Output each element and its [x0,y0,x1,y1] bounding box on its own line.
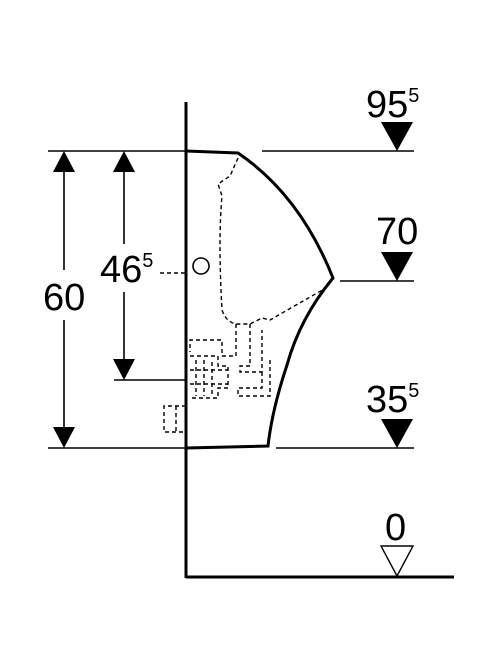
siphon-hidden [189,324,271,397]
urinal-inner-bowl [217,157,333,325]
dim-46-label-mask [98,244,160,292]
outlet-connector [190,355,229,399]
level-marker-70 [381,252,413,281]
arrow-60-bottom [53,427,75,448]
urinal-outline [185,149,335,450]
arrow-60-top [53,151,75,172]
label-60: 60 [43,277,85,319]
drain-pipe [163,405,186,433]
arrow-46-top [113,151,135,172]
arrow-46-bottom [113,359,135,380]
water-inlet-circle [192,257,210,275]
label-70: 70 [376,211,418,253]
label-46: 465 [100,249,153,291]
label-35: 355 [366,379,419,421]
label-95: 955 [366,84,419,126]
dim-60-label-mask [40,270,88,320]
level-marker-35 [381,419,413,448]
level-marker-95 [381,122,413,151]
label-0: 0 [385,507,406,549]
level-marker-0 [379,545,415,578]
